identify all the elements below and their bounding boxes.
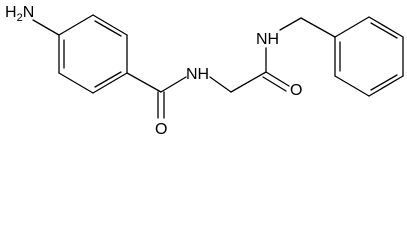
amine-bond bbox=[32, 19, 60, 36]
ring1-bond bbox=[92, 14, 128, 36]
carbonyl2-double-bond bbox=[265, 71, 290, 87]
nh-to-ch2-bond bbox=[209, 76, 232, 93]
ring1-bond bbox=[58, 14, 94, 36]
amine-label: H2N bbox=[5, 4, 34, 24]
ring1-bond bbox=[92, 72, 128, 94]
benzyl-to-ring-bond bbox=[300, 17, 336, 38]
ring1-double-bond bbox=[94, 71, 122, 88]
carbonyl-to-nh-bond bbox=[160, 76, 187, 93]
amine-n: N bbox=[23, 4, 35, 21]
oxygen-label-2: O bbox=[290, 82, 302, 99]
amine-h: H bbox=[5, 4, 17, 21]
amide-nh-label: NH bbox=[186, 66, 209, 83]
ring2-double-bond bbox=[370, 74, 398, 91]
ch2-to-carbonyl-bond bbox=[230, 71, 267, 93]
ring1-bond bbox=[58, 72, 94, 94]
carbonyl2-double-bond bbox=[262, 76, 287, 92]
ring2-bond bbox=[334, 16, 370, 38]
amide-nh-label-2: NH bbox=[256, 31, 279, 48]
oxygen-label: O bbox=[155, 121, 167, 136]
ring2-double-bond bbox=[370, 22, 398, 39]
phenyl-ring bbox=[334, 16, 404, 97]
ring2-bond bbox=[368, 75, 404, 97]
ring-to-carbonyl-bond bbox=[126, 72, 162, 93]
ring2-bond bbox=[334, 75, 370, 97]
chemical-structure: H2N O NH O NH bbox=[5, 4, 404, 136]
ring1-double-bond bbox=[94, 20, 122, 37]
aminophenyl-ring bbox=[58, 14, 128, 94]
ring2-bond bbox=[368, 16, 404, 38]
nh-to-benzyl-bond bbox=[279, 17, 302, 31]
amine-subscript: 2 bbox=[17, 12, 23, 24]
